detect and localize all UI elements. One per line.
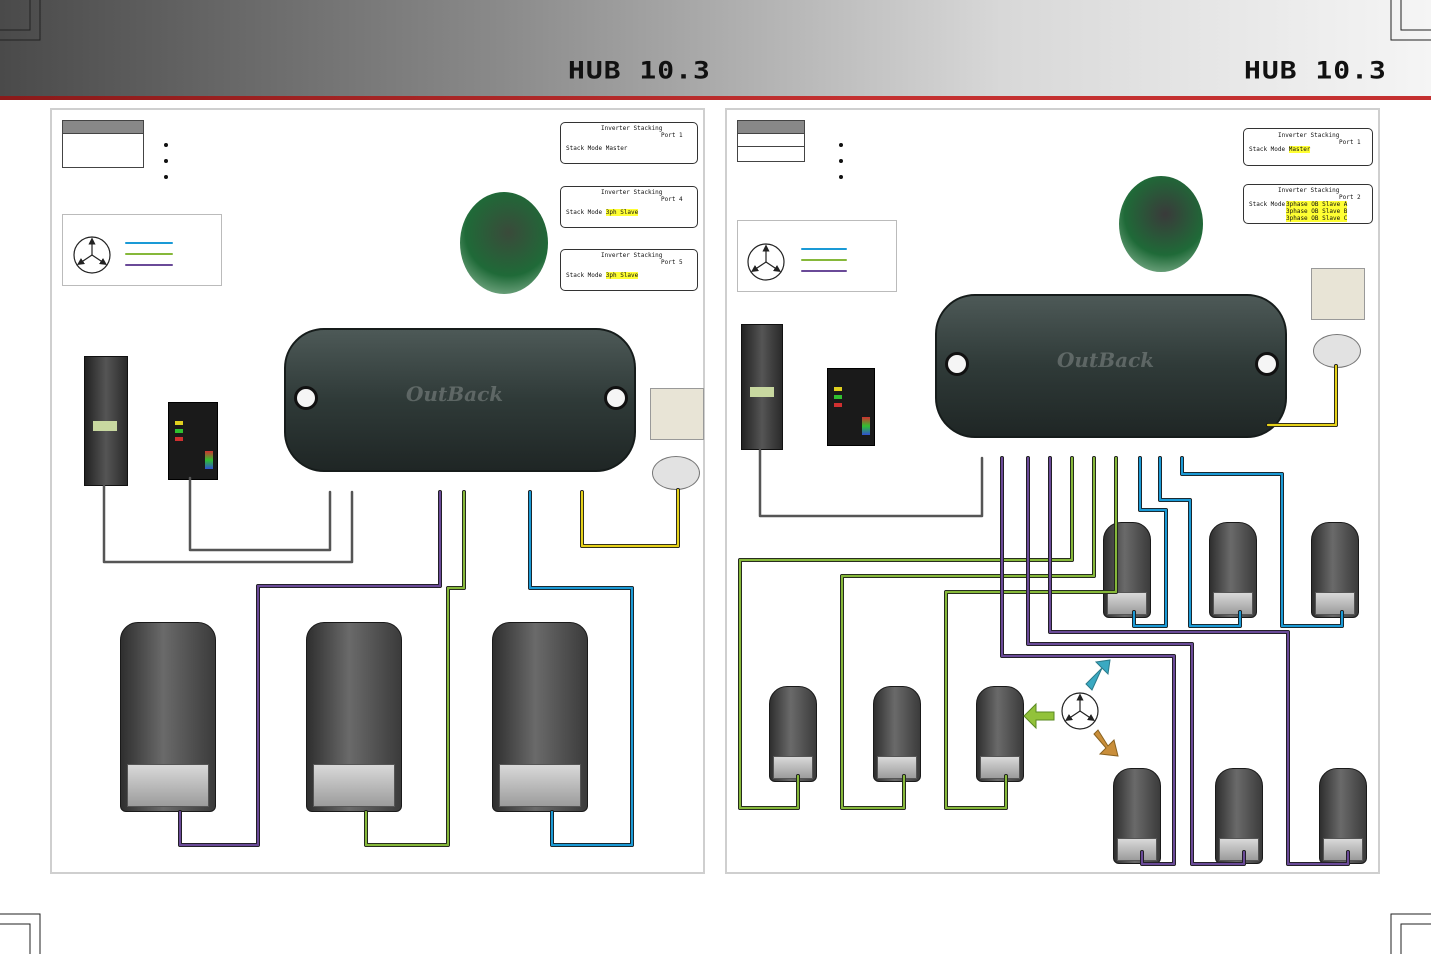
right-inverter-top-3 (1311, 522, 1359, 618)
right-inverter-top-1 (1103, 522, 1151, 618)
right-bullet-list (839, 143, 843, 191)
right-inverter-bot-1 (1113, 768, 1161, 864)
right-color-key (737, 220, 897, 292)
right-battery-monitor (1313, 334, 1361, 368)
right-connector-board-photo (1119, 176, 1203, 272)
header-banner (0, 0, 1431, 100)
right-hub-device: OutBack (935, 294, 1287, 438)
left-inverter-2 (306, 622, 402, 812)
right-inverter-bot-2 (1215, 768, 1263, 864)
left-inverter-1 (120, 622, 216, 812)
left-hub-device: OutBack (284, 328, 636, 472)
left-battery-monitor (652, 456, 700, 490)
right-inverter-bot-3 (1319, 768, 1367, 864)
right-inverter-top-2 (1209, 522, 1257, 618)
right-inverter-mid-3 (976, 686, 1024, 782)
left-panel: Inverter Stacking Port 1 Stack Mode Mast… (50, 108, 705, 874)
header-title-left: HUB 10.3 (568, 56, 711, 85)
right-inverter-mid-2 (873, 686, 921, 782)
right-screen-port1: Inverter Stacking Port 1 Stack Mode Mast… (1243, 128, 1373, 166)
left-charge-controller (84, 356, 128, 486)
left-connector-board-photo (460, 192, 548, 294)
right-screen-port2: Inverter Stacking Port 2 Stack Mode 3pha… (1243, 184, 1373, 224)
right-legend-box (737, 120, 805, 162)
left-screen-port1: Inverter Stacking Port 1 Stack Mode Mast… (560, 122, 698, 164)
left-mate-controller (168, 402, 218, 480)
right-remote-display (1311, 268, 1365, 320)
right-panel: Inverter Stacking Port 1 Stack Mode Mast… (725, 108, 1380, 874)
left-remote-display (650, 388, 704, 440)
header-title-right: HUB 10.3 (1244, 56, 1387, 85)
left-legend-box (62, 120, 144, 168)
right-inverter-mid-1 (769, 686, 817, 782)
left-screen-port5: Inverter Stacking Port 5 Stack Mode 3ph … (560, 249, 698, 291)
right-mate-controller (827, 368, 875, 446)
left-screen-port4: Inverter Stacking Port 4 Stack Mode 3ph … (560, 186, 698, 228)
header-red-rule (0, 96, 1431, 100)
right-charge-controller (741, 324, 783, 450)
left-inverter-3 (492, 622, 588, 812)
left-bullet-list (164, 143, 168, 191)
left-color-key (62, 214, 222, 286)
